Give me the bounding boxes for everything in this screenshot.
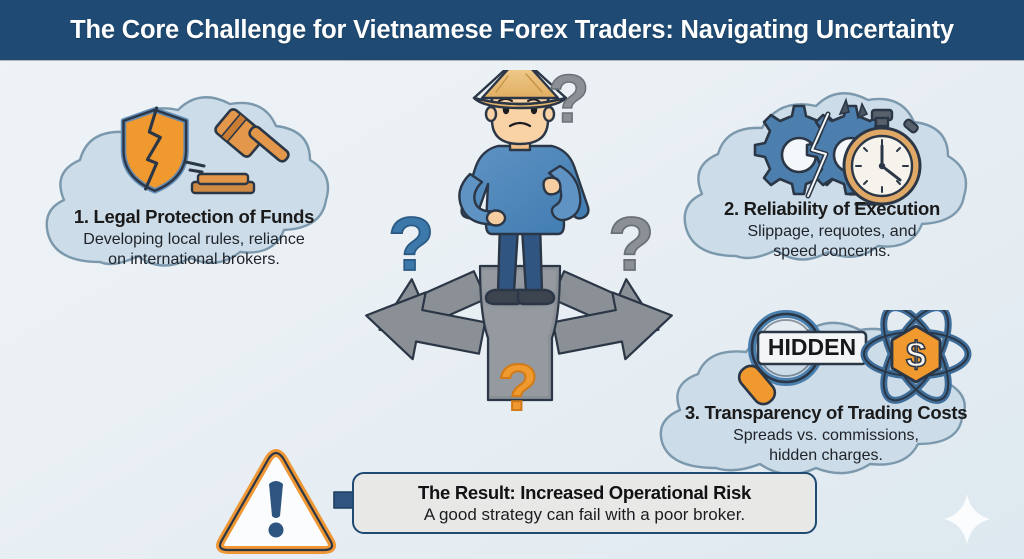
warning-and-arrow-group <box>216 449 372 554</box>
conical-hat <box>472 70 568 110</box>
page-title: The Core Challenge for Vietnamese Forex … <box>70 15 954 44</box>
magnifier-hidden-icon: HIDDEN <box>737 310 868 406</box>
gavel-icon <box>184 108 290 195</box>
cloud-legal-protection: 1. Legal Protection of Funds Developing … <box>14 86 374 296</box>
hidden-badge-label: HIDDEN <box>768 334 856 360</box>
warning-triangle-icon <box>216 449 336 554</box>
result-callout-box: The Result: Increased Operational Risk A… <box>352 472 817 534</box>
dollar-atom-icon: $ <box>860 310 972 404</box>
sparkle-icon <box>944 494 990 544</box>
header-bar: The Core Challenge for Vietnamese Forex … <box>0 0 1024 60</box>
stopwatch-icon <box>842 108 922 206</box>
question-mark-top: ? <box>548 70 590 137</box>
cloud-transparency-costs: HIDDEN $ 3. Transparency of Trading <box>628 310 1024 496</box>
cloud-reliability-execution: 2. Reliability of Execution Slippage, re… <box>652 84 1012 288</box>
result-subtitle: A good strategy can fail with a poor bro… <box>423 504 746 524</box>
question-mark-bottom: ? <box>498 350 538 424</box>
question-mark-right: ? <box>608 202 654 287</box>
question-mark-left: ? <box>388 202 434 287</box>
center-scene: ? ? ? ? <box>365 70 673 425</box>
cracked-shield-icon <box>120 106 189 194</box>
svg-text:$: $ <box>906 334 926 375</box>
result-title: The Result: Increased Operational Risk <box>417 481 751 503</box>
confused-trader-figure <box>458 70 590 306</box>
